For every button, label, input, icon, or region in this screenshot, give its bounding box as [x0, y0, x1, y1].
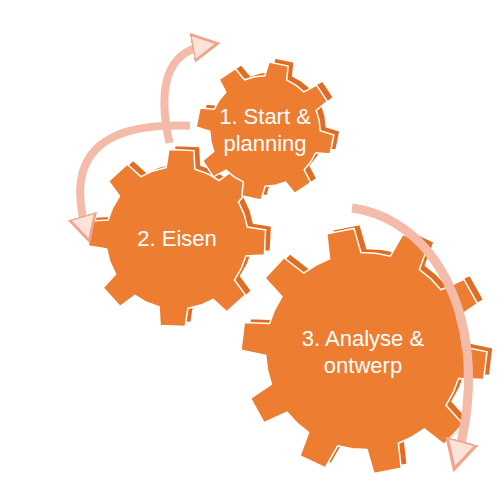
- gear-label: 2. Eisen: [137, 225, 217, 252]
- gear-label: 3. Analyse & ontwerp: [278, 325, 448, 379]
- gear-label: 1. Start & planning: [214, 103, 316, 157]
- gear-face: [241, 228, 487, 473]
- gear-label-box: 3. Analyse & ontwerp: [278, 312, 448, 392]
- process-gear: 1. Start & planning: [190, 42, 340, 220]
- gear-label-box: 1. Start & planning: [214, 82, 316, 178]
- gear-face: [88, 149, 265, 326]
- cycle-arrow: [80, 125, 190, 228]
- gear-label-box: 2. Eisen: [117, 213, 237, 263]
